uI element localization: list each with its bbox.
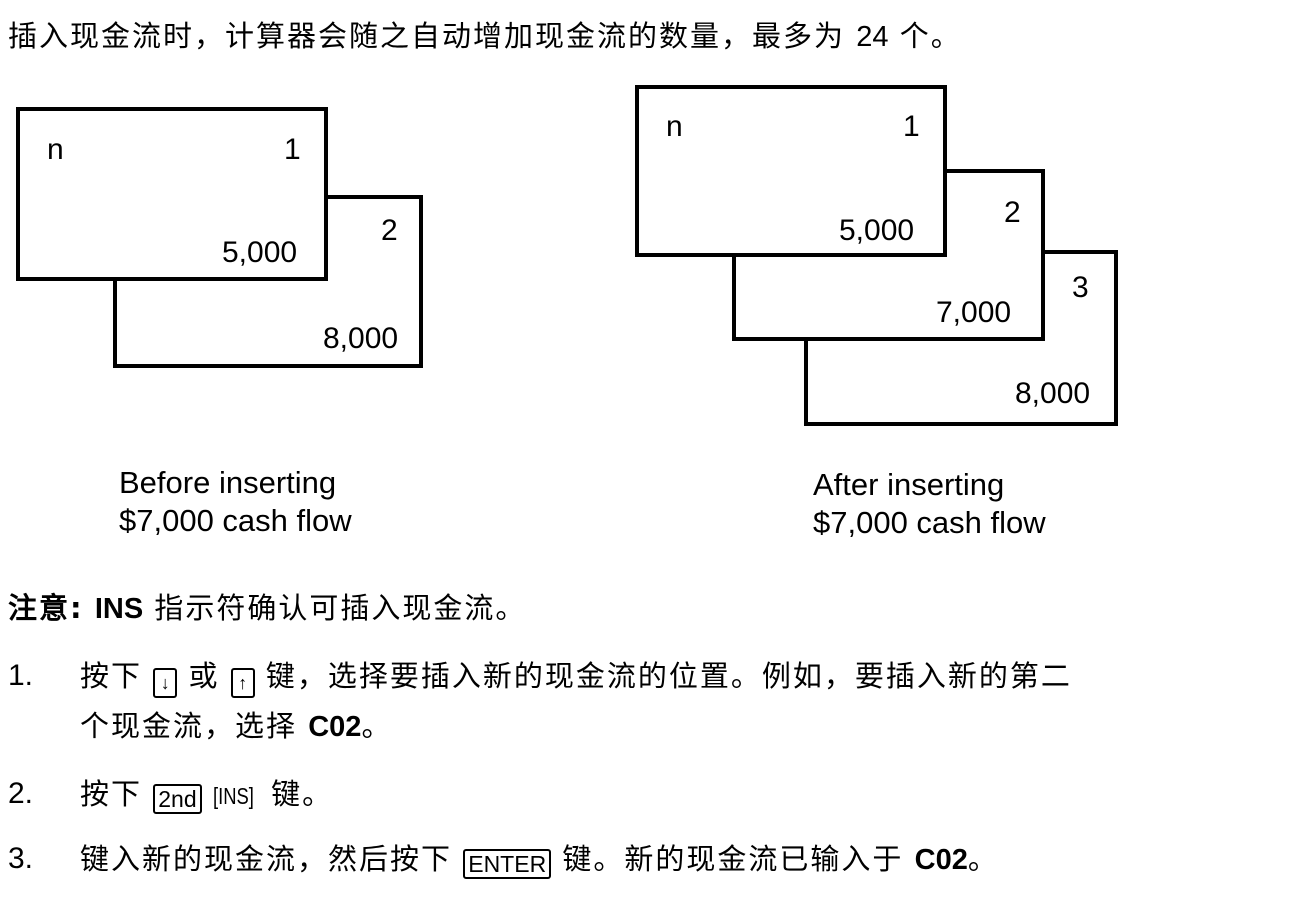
intro-paragraph: 插入现金流时，计算器会随之自动增加现金流的数量，最多为 24 个。: [8, 18, 962, 55]
step-3-end: 。: [967, 842, 999, 876]
after-card-1-value: 5,000: [839, 214, 915, 247]
ins-key-icon: [INS]: [212, 783, 254, 809]
before-card-2-value: 8,000: [323, 322, 399, 355]
after-card-1-index: 1: [903, 110, 920, 143]
step-3-number: 3.: [8, 842, 34, 875]
step-1-line-1: 按下 ↓ 或 ↑ 键，选择要插入新的现金流的位置。例如，要插入新的第二: [80, 658, 1072, 698]
step-3-code: C02: [914, 844, 968, 876]
step-1-text-a: 键，选择要插入新的现金流的位置。例如，要插入新的第二: [265, 659, 1072, 693]
up-arrow-key-icon: ↑: [230, 668, 255, 698]
after-caption-line-1: After inserting: [813, 467, 1005, 502]
step-1-line-2: 个现金流，选择 C02。: [80, 708, 392, 745]
note-paragraph: 注意: INS 指示符确认可插入现金流。: [8, 590, 526, 627]
after-caption-line-2: $7,000 cash flow: [813, 505, 1046, 540]
intro-text-end: 个。: [899, 19, 962, 53]
before-card-1: n 1 5,000: [16, 107, 328, 281]
note-label: 注意:: [8, 591, 84, 625]
enter-key-icon: ENTER: [463, 849, 552, 879]
after-card-2-index: 2: [1004, 196, 1021, 229]
step-2-number: 2.: [8, 777, 34, 810]
before-card-2-index: 2: [381, 214, 398, 247]
step-2-text: 键。: [271, 777, 334, 811]
after-card-3-index: 3: [1072, 271, 1089, 304]
step-2-press: 按下: [80, 777, 143, 811]
before-caption-line-2: $7,000 cash flow: [119, 503, 352, 538]
before-card-1-value: 5,000: [222, 236, 298, 269]
before-card-1-index: 1: [284, 133, 301, 166]
note-text: 指示符确认可插入现金流。: [154, 591, 527, 625]
after-card-2-value: 7,000: [936, 296, 1012, 329]
step-3-text-a: 键入新的现金流，然后按下: [80, 842, 453, 876]
step-1-code: C02: [308, 711, 362, 743]
after-card-1-label: n: [666, 110, 683, 143]
after-caption: After inserting $7,000 cash flow: [813, 466, 1046, 542]
before-caption: Before inserting $7,000 cash flow: [119, 464, 352, 540]
step-1-end: 。: [361, 709, 393, 743]
step-3-line: 键入新的现金流，然后按下 ENTER 键。新的现金流已输入于 C02。: [80, 841, 999, 879]
down-arrow-key-icon: ↓: [153, 668, 178, 698]
after-card-1: n 1 5,000: [635, 85, 947, 257]
before-caption-line-1: Before inserting: [119, 465, 337, 500]
ins-indicator: INS: [94, 593, 144, 625]
step-1-number: 1.: [8, 659, 34, 692]
step-1-text-b: 个现金流，选择: [80, 709, 298, 743]
intro-text: 插入现金流时，计算器会随之自动增加现金流的数量，最多为: [8, 19, 846, 53]
step-3-text-b: 键。新的现金流已输入于: [562, 842, 904, 876]
second-key-icon: 2nd: [153, 784, 202, 814]
intro-max-count: 24: [856, 21, 889, 53]
step-1-or: 或: [188, 659, 220, 693]
after-card-3-value: 8,000: [1015, 377, 1091, 410]
step-2-line: 按下 2nd [INS] 键。: [80, 776, 333, 814]
step-1-press: 按下: [80, 659, 143, 693]
before-card-1-label: n: [47, 133, 64, 166]
